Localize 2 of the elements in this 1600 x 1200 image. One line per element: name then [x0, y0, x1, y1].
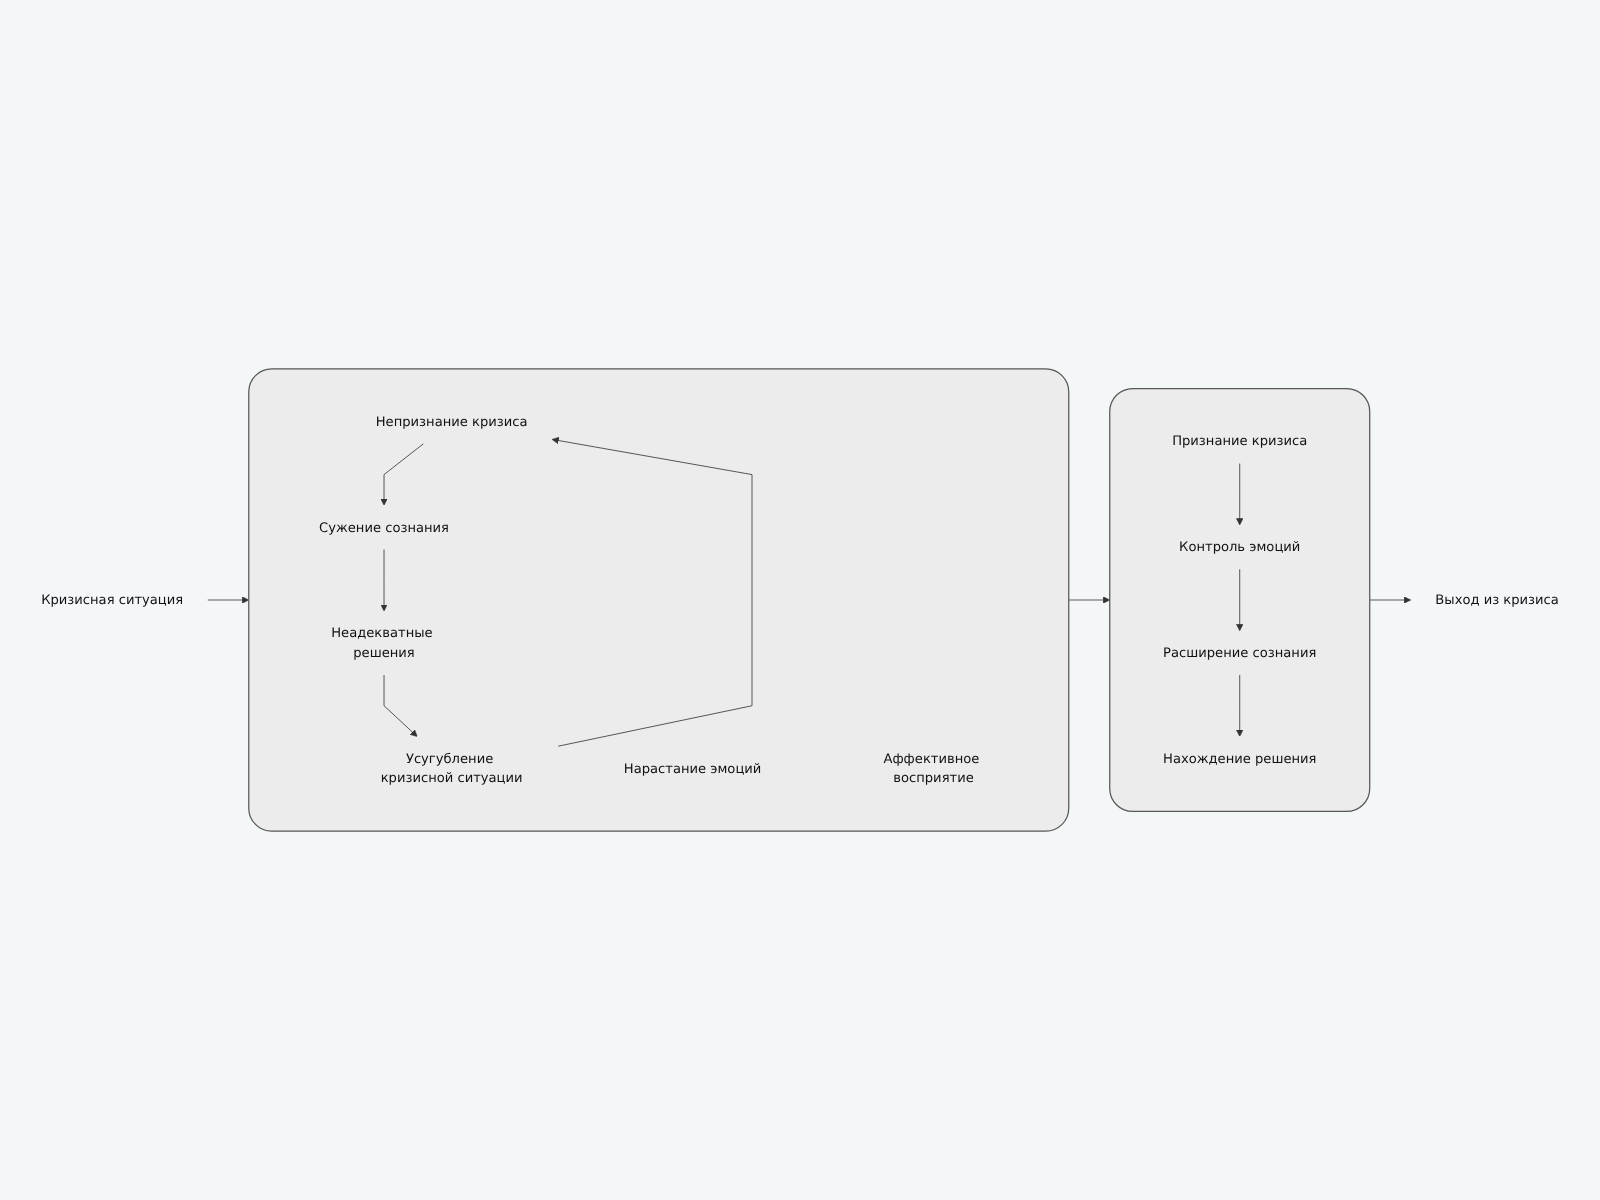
cluster — [248, 368, 1070, 832]
cluster — [1109, 387, 1371, 813]
